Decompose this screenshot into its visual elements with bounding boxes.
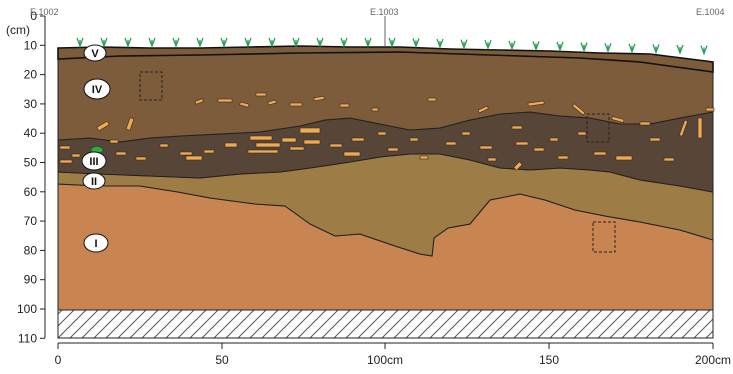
x-axis-ticks: 0 50 100cm 150 200cm (55, 343, 731, 367)
y-tick-label: 30 (24, 97, 38, 111)
sample-box-iii (586, 113, 610, 143)
grass-tuft (628, 43, 636, 54)
grass-tuft (700, 45, 708, 56)
x-tick-label: 150 (539, 353, 559, 367)
x-tick-label: 50 (215, 353, 229, 367)
y-tick-label: 60 (24, 185, 38, 199)
grass-tuft (556, 41, 564, 52)
x-tick-label: 200cm (695, 353, 731, 367)
y-axis-unit-label: (cm) (6, 23, 30, 37)
grass-tuft (268, 37, 276, 48)
sample-box-i (592, 221, 616, 253)
grass-tuft (412, 38, 420, 49)
y-tick-label: 100 (17, 302, 37, 316)
grass-tuft (316, 37, 324, 48)
svg-text:III: III (89, 156, 98, 168)
sample-box-iv (139, 71, 163, 101)
grass-tuft (604, 42, 612, 54)
y-tick-label: 20 (24, 68, 38, 82)
station-e1003-label: E.1003 (370, 7, 399, 17)
y-tick-label: 50 (24, 156, 38, 170)
svg-text:IV: IV (92, 84, 103, 96)
grass-tuft (580, 42, 588, 53)
x-tick-label: 0 (55, 353, 62, 367)
y-tick-label: 70 (24, 214, 38, 228)
grass-tuft (508, 40, 516, 51)
bedrock-hatched-band (57, 309, 714, 339)
layer-label-ii: II (82, 172, 106, 190)
grass-tuft (460, 39, 468, 50)
y-tick-label: 90 (24, 273, 38, 287)
y-tick-label: 110 (18, 331, 37, 345)
y-axis-ticks: 0 10 20 30 40 50 60 70 80 90 100 110 (17, 9, 45, 345)
grass-tuft (76, 37, 84, 48)
y-tick-label: 80 (24, 243, 38, 257)
svg-text:I: I (94, 238, 97, 250)
grass-tuft (196, 37, 204, 48)
y-tick-label: 10 (24, 38, 38, 52)
grass-tuft (148, 37, 156, 48)
grass-tuft (484, 39, 492, 51)
layer-v-fill (57, 45, 714, 73)
grass-tuft (364, 37, 372, 48)
grass-tuft (676, 44, 684, 55)
x-tick-label: 100cm (367, 353, 403, 367)
grass-tufts (76, 37, 708, 56)
svg-text:II: II (91, 176, 97, 188)
fragment-inclusions (59, 92, 715, 171)
grass-tuft (652, 44, 660, 55)
svg-text:V: V (91, 48, 99, 60)
y-tick-label: 40 (24, 126, 38, 140)
grass-tuft (532, 41, 540, 52)
station-e1002-label: E.1002 (30, 7, 59, 17)
grass-tuft (340, 37, 348, 48)
grass-tuft (436, 38, 444, 49)
layer-label-i: I (83, 233, 109, 253)
grass-tuft (124, 37, 132, 48)
grass-tuft (172, 37, 180, 48)
y-tick-label: 0 (30, 9, 37, 23)
layer-label-iv: IV (83, 78, 111, 100)
grass-tuft (292, 37, 300, 48)
grass-tuft (100, 37, 108, 48)
layer-label-iii: III (81, 151, 107, 171)
grass-tuft (388, 37, 396, 48)
grass-tuft (220, 37, 228, 48)
layer-label-v: V (83, 44, 107, 62)
grass-tuft (244, 37, 252, 48)
station-e1004-label: E.1004 (696, 7, 725, 17)
